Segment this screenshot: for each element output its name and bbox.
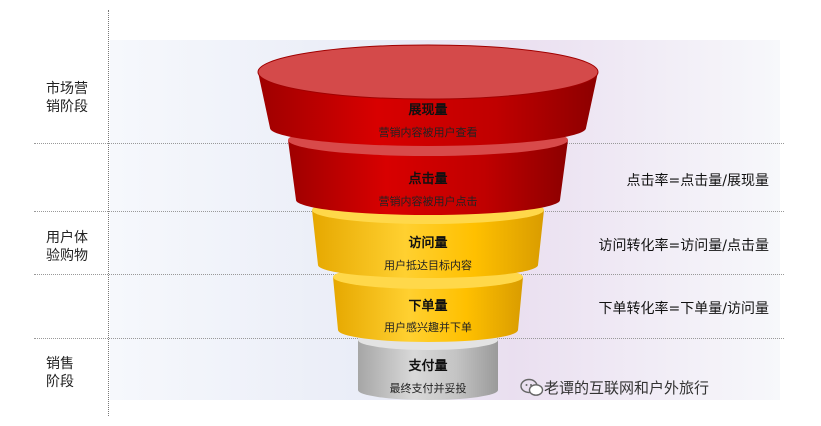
stage-label-sales: 销售 阶段 (46, 356, 74, 390)
watermark-text: 老谭的互联网和户外旅行 (544, 379, 710, 397)
stage-divider-vertical (108, 10, 109, 416)
tier-desc: 营销内容被用户点击 (378, 195, 478, 208)
tier-title: 下单量 (408, 299, 448, 314)
stage-label-experience: 用户体 验购物 (46, 230, 88, 264)
tier-title: 支付量 (408, 359, 448, 374)
tier-title: 展现量 (408, 103, 448, 118)
tier-title: 访问量 (408, 236, 448, 251)
tier-desc: 用户抵达目标内容 (384, 259, 472, 272)
funnel-tier-impression (257, 44, 599, 146)
tier-desc: 最终支付并妥投 (389, 382, 467, 395)
wechat-icon (520, 378, 544, 396)
stage-label-marketing: 市场营 销阶段 (46, 81, 88, 115)
formula-click-rate: 点击率=点击量/展现量 (626, 173, 769, 189)
formula-visit-conversion: 访问转化率=访问量/点击量 (598, 238, 769, 254)
tier-desc: 营销内容被用户查看 (378, 126, 478, 139)
tier-title: 点击量 (408, 172, 448, 187)
tier-desc: 用户感兴趣并下单 (384, 321, 472, 334)
formula-order-conversion: 下单转化率=下单量/访问量 (598, 301, 769, 317)
